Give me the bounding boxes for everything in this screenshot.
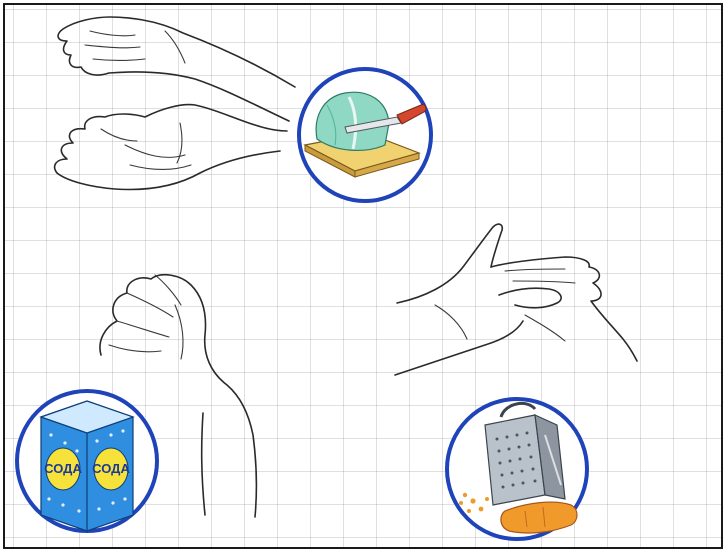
soda-label-left: СОДА: [44, 461, 82, 476]
illustration-canvas: СОДА СОДА: [5, 5, 721, 547]
hands-top-illustration: [55, 17, 295, 189]
soda-box-icon: СОДА СОДА: [17, 391, 157, 531]
rubbing-hands-illustration: [395, 224, 637, 375]
soda-label-right: СОДА: [92, 461, 130, 476]
palm-of-hand: [55, 105, 287, 190]
grater-carrot-icon: [447, 399, 587, 539]
illustration-frame: СОДА СОДА: [3, 3, 723, 549]
knife-cutting-bread-icon: [299, 69, 431, 201]
